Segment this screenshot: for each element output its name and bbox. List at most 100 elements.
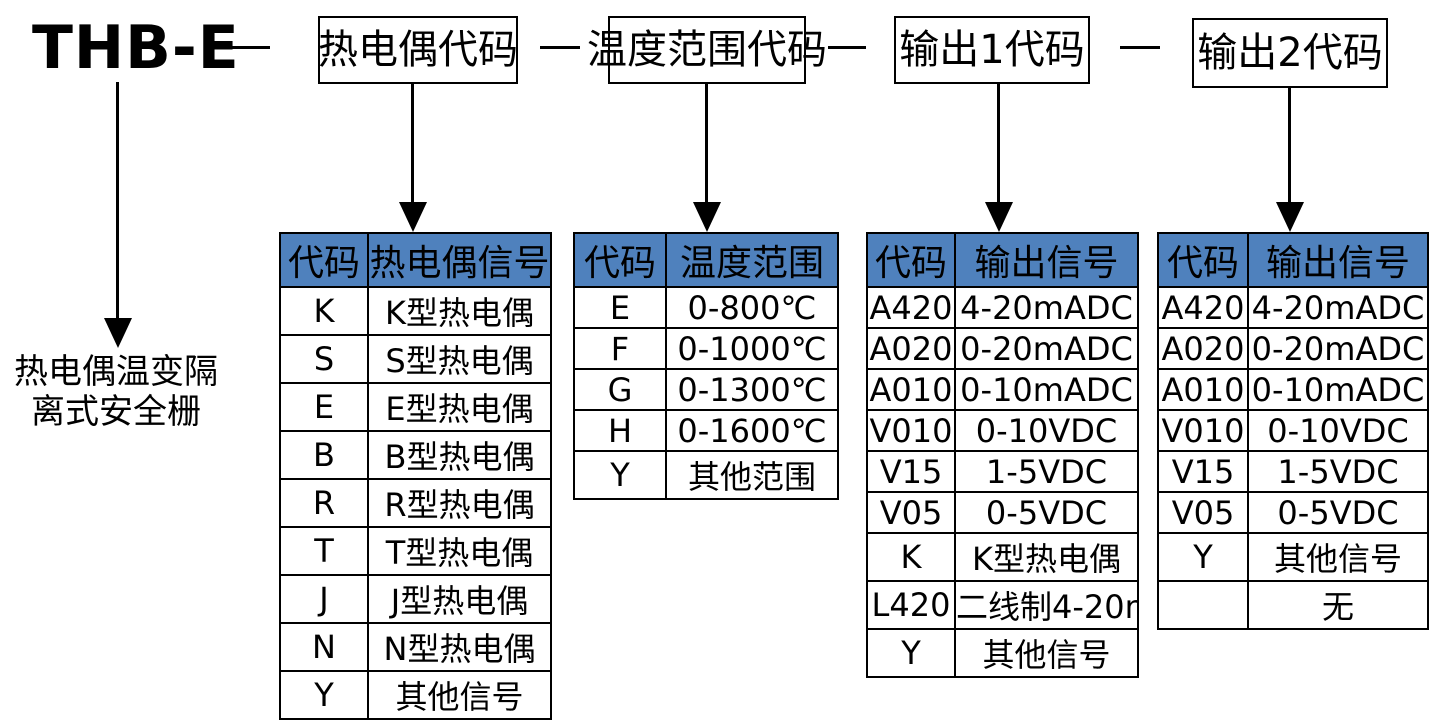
value-cell: 0-20mADC <box>1247 327 1429 370</box>
temperature-range-code-box: 温度范围代码 <box>587 16 827 84</box>
code-cell: V010 <box>866 409 956 452</box>
value-cell: 0-10mADC <box>954 368 1139 411</box>
signal-column-header: 输出信号 <box>1247 232 1429 288</box>
code-cell: T <box>279 526 369 576</box>
value-cell: 二线制4-20mA <box>954 580 1139 630</box>
value-cell: 0-5VDC <box>1247 491 1429 534</box>
code-cell: V15 <box>866 450 956 493</box>
arrow-head <box>399 202 427 232</box>
code-column-header: 代码 <box>279 232 369 288</box>
code-cell: L420 <box>866 580 956 630</box>
arrow-head <box>1276 202 1304 232</box>
value-cell: K型热电偶 <box>367 286 552 336</box>
thermocouple-code-label: 热电偶代码 <box>318 27 518 73</box>
signal-column-header: 热电偶信号 <box>367 232 552 288</box>
code-cell: A020 <box>866 327 956 370</box>
separator-dash <box>1120 46 1160 49</box>
code-column-header: 代码 <box>866 232 956 288</box>
code-column-header: 代码 <box>1157 232 1249 288</box>
value-cell: 0-10mADC <box>1247 368 1429 411</box>
signal-column-header: 温度范围 <box>665 232 839 288</box>
value-cell: 无 <box>1247 580 1429 630</box>
model-code: THB-E <box>32 13 240 83</box>
separator-dash <box>232 46 270 49</box>
code-cell: V15 <box>1157 450 1249 493</box>
code-cell: Y <box>1157 532 1249 582</box>
arrow-line <box>1288 88 1291 206</box>
code-cell: V010 <box>1157 409 1249 452</box>
code-cell <box>1157 580 1249 630</box>
value-cell: J型热电偶 <box>367 574 552 624</box>
value-cell: 1-5VDC <box>1247 450 1429 493</box>
code-cell: Y <box>279 670 369 720</box>
code-cell: S <box>279 334 369 384</box>
value-cell: 0-800℃ <box>665 286 839 329</box>
code-cell: A420 <box>1157 286 1249 329</box>
value-cell: 0-20mADC <box>954 327 1139 370</box>
separator-dash <box>828 46 866 49</box>
product-description: 热电偶温变隔 离式安全栅 <box>0 352 232 432</box>
value-cell: 4-20mADC <box>954 286 1139 329</box>
value-cell: 0-10VDC <box>954 409 1139 452</box>
value-cell: K型热电偶 <box>954 532 1139 582</box>
code-cell: E <box>279 382 369 432</box>
separator-dash <box>540 46 580 49</box>
value-cell: 0-10VDC <box>1247 409 1429 452</box>
code-cell: K <box>866 532 956 582</box>
code-cell: E <box>573 286 667 329</box>
arrow-head <box>104 318 132 348</box>
arrow-line <box>411 84 414 206</box>
code-cell: F <box>573 327 667 370</box>
description-line: 离式安全栅 <box>31 392 201 432</box>
thermocouple-code-box: 热电偶代码 <box>318 16 518 84</box>
code-cell: A010 <box>866 368 956 411</box>
value-cell: 其他范围 <box>665 450 839 500</box>
table-row: 无 <box>1157 580 1429 630</box>
value-cell: 1-5VDC <box>954 450 1139 493</box>
signal-column-header: 输出信号 <box>954 232 1139 288</box>
value-cell: R型热电偶 <box>367 478 552 528</box>
code-cell: R <box>279 478 369 528</box>
code-cell: Y <box>573 450 667 500</box>
temperature-range-code-label: 温度范围代码 <box>587 27 827 73</box>
arrow-head <box>693 202 721 232</box>
code-cell: A020 <box>1157 327 1249 370</box>
value-cell: S型热电偶 <box>367 334 552 384</box>
output1-code-box: 输出1代码 <box>894 16 1090 84</box>
code-cell: J <box>279 574 369 624</box>
output1-code-label: 输出1代码 <box>899 27 1085 73</box>
code-cell: A010 <box>1157 368 1249 411</box>
code-cell: H <box>573 409 667 452</box>
code-cell: V05 <box>866 491 956 534</box>
arrow-head <box>985 202 1013 232</box>
arrow-line <box>116 82 119 322</box>
value-cell: 0-1000℃ <box>665 327 839 370</box>
